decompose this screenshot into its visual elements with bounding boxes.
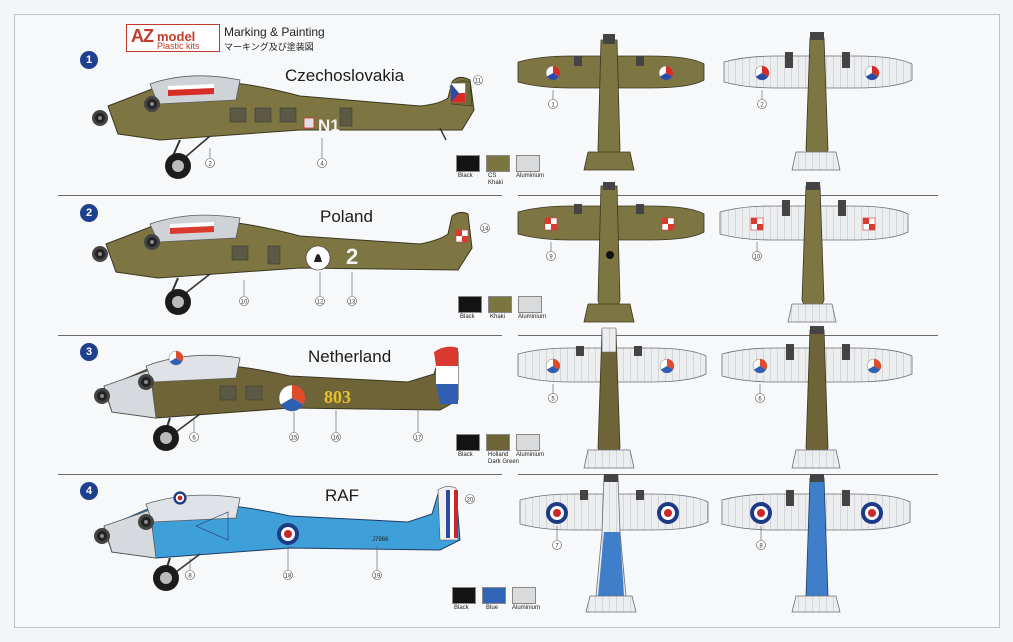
color-swatch-aluminium — [516, 434, 540, 451]
callout-number: 6 — [192, 436, 196, 442]
profile-raf: J7986 8 18 19 20 — [94, 486, 475, 591]
callout-number: 2 — [208, 162, 212, 168]
callout-number: 15 — [291, 436, 298, 442]
callout-number: 12 — [317, 300, 324, 306]
sheet-title: Marking & Painting — [224, 25, 325, 39]
swatch-label: Khaki — [490, 314, 506, 320]
swatch-label: Blue — [486, 605, 499, 611]
logo-az: AZ — [131, 26, 154, 46]
logo-plastic-kits: Plastic kits — [157, 41, 200, 51]
color-swatch-aluminium — [512, 587, 536, 604]
swatch-label: Aluminium — [512, 605, 541, 611]
swatch-label: Aluminium — [518, 314, 547, 320]
separator-line — [518, 195, 938, 196]
swatch-label: Aluminium — [516, 452, 545, 458]
top-view-poland: 9 — [517, 182, 705, 323]
callout-number: 7 — [555, 544, 559, 550]
swatch-label: Black — [458, 452, 473, 458]
sheet-title-japanese: マーキング及び塗装図 — [224, 42, 314, 52]
bottom-view-czechoslovakia: 2 — [723, 32, 913, 171]
scheme-number-badge: 1 — [80, 51, 98, 69]
swatch-label: Black — [454, 605, 469, 611]
profile-poland: 2 10 12 13 14 — [92, 211, 490, 315]
fuselage-code: N1 — [318, 116, 340, 135]
color-swatch-khaki — [488, 296, 512, 313]
callout-number: 18 — [285, 574, 292, 580]
separator-line — [518, 335, 938, 336]
callout-number: 2 — [760, 103, 764, 109]
color-swatch-black — [452, 587, 476, 604]
callout-number: 10 — [241, 300, 248, 306]
callout-number: 19 — [374, 574, 381, 580]
callout-number: 9 — [549, 255, 553, 261]
callout-number: 14 — [482, 227, 489, 233]
profile-netherland: 803 6 15 16 17 — [94, 346, 459, 451]
color-swatch-blue — [482, 587, 506, 604]
country-title: Netherland — [308, 347, 392, 366]
country-title: Poland — [320, 207, 373, 226]
swatch-label: CS Khaki — [488, 173, 504, 186]
callout-number: 13 — [349, 300, 356, 306]
bottom-view-netherland: 6 — [721, 326, 913, 469]
color-swatch-black — [456, 155, 480, 172]
color-swatch-aluminium — [516, 155, 540, 172]
top-view-netherland: 5 — [517, 327, 707, 469]
callout-number: 5 — [551, 397, 555, 403]
color-swatch-black — [456, 434, 480, 451]
callout-number: 20 — [467, 498, 474, 504]
color-swatch-holland-dark-green — [486, 434, 510, 451]
fuselage-code: 2 — [346, 244, 358, 269]
callout-number: 1 — [551, 103, 555, 109]
separator-line — [58, 474, 502, 475]
scheme-number-badge: 2 — [80, 204, 98, 222]
separator-line — [518, 474, 938, 475]
country-title: RAF — [325, 486, 359, 505]
top-view-raf: 7 — [519, 474, 709, 613]
bottom-view-poland: 10 — [719, 182, 909, 323]
swatch-label: Black — [460, 314, 475, 320]
logo-model: model — [157, 29, 196, 44]
fuselage-code: 803 — [324, 387, 351, 407]
top-view-czechoslovakia: 1 — [517, 34, 705, 171]
swatch-label: Black — [458, 173, 473, 179]
country-title: Czechoslovakia — [285, 66, 405, 85]
swatch-label: Holland Dark Green — [488, 452, 520, 465]
fuselage-serial: J7986 — [372, 537, 389, 543]
callout-number: 8 — [759, 544, 763, 550]
callout-number: 11 — [475, 79, 482, 85]
swatch-label: Aluminium — [516, 173, 545, 179]
profile-czechoslovakia: N1 2 4 11 — [92, 75, 483, 179]
callout-number: 4 — [320, 162, 324, 168]
bottom-view-raf: 8 — [721, 474, 911, 613]
color-swatch-khaki — [486, 155, 510, 172]
scheme-number-badge: 4 — [80, 482, 98, 500]
color-swatch-black — [458, 296, 482, 313]
color-swatch-aluminium — [518, 296, 542, 313]
separator-line — [58, 195, 502, 196]
separator-line — [58, 335, 502, 336]
azmodel-logo: AZ model Plastic kits — [126, 24, 220, 52]
scheme-number-badge: 3 — [80, 343, 98, 361]
callout-number: 16 — [333, 436, 340, 442]
callout-number: 10 — [754, 255, 761, 261]
callout-number: 6 — [758, 397, 762, 403]
callout-number: 17 — [415, 436, 422, 442]
callout-number: 8 — [188, 574, 192, 580]
